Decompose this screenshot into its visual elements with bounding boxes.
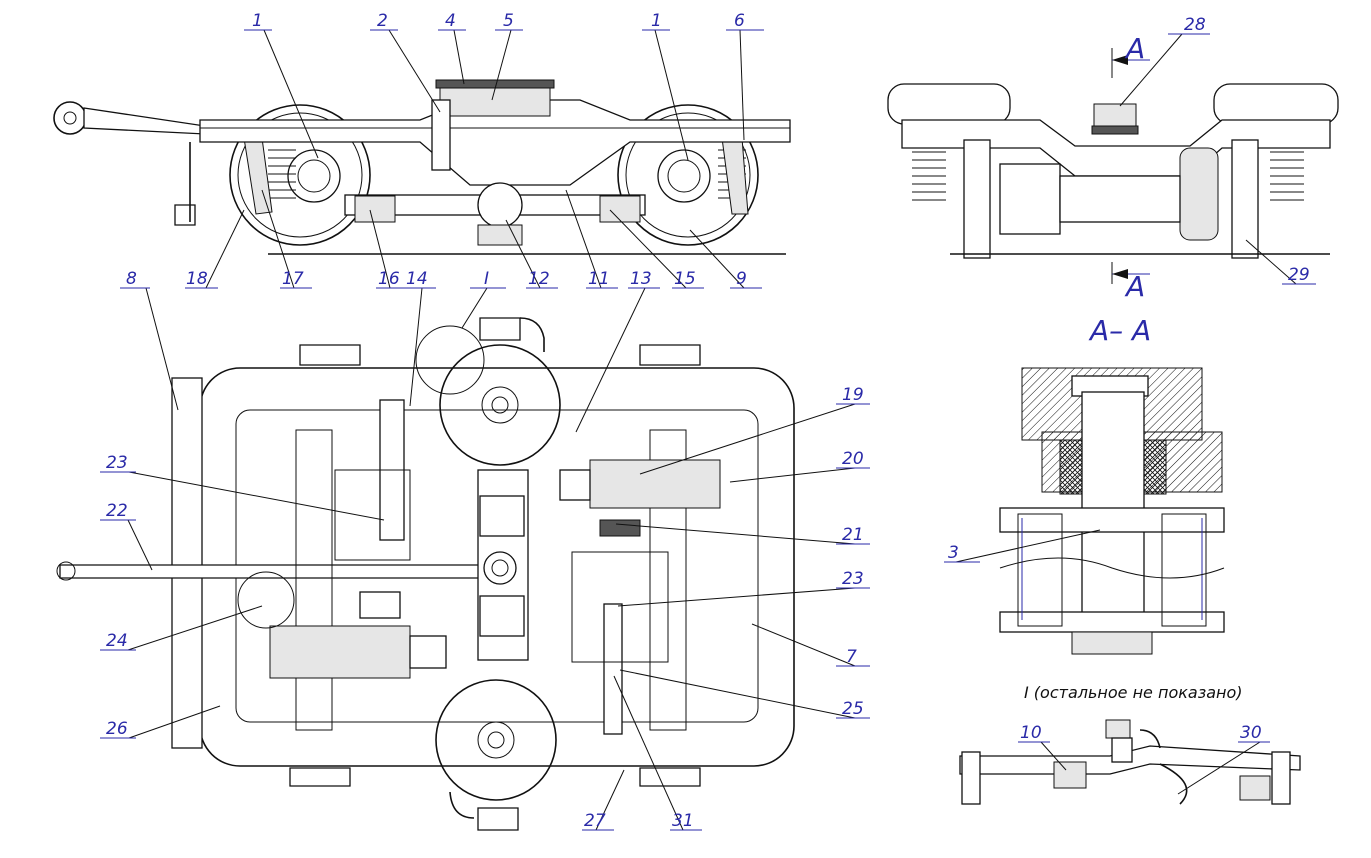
section-mark-a-top: A bbox=[1124, 32, 1145, 65]
section-a-a-title: A– A bbox=[1088, 314, 1151, 347]
callout-26: 26 bbox=[106, 719, 128, 739]
callout-3: 3 bbox=[948, 543, 959, 563]
callout-28: 28 bbox=[1184, 15, 1206, 35]
callout-10: 10 bbox=[1020, 723, 1042, 743]
callout-11: 11 bbox=[588, 269, 610, 289]
callout-15: 15 bbox=[674, 269, 696, 289]
detail-i-view bbox=[959, 719, 1301, 805]
callout-19: 19 bbox=[842, 385, 864, 405]
callout-22: 22 bbox=[106, 501, 128, 521]
section-a-a-view bbox=[999, 367, 1225, 655]
callout-6: 6 bbox=[734, 11, 745, 31]
section-mark-a-bottom: A bbox=[1124, 270, 1145, 303]
callout-labels: 1 2 4 5 1 6 18 17 16 12 11 15 9 8 14 I 1… bbox=[106, 11, 1310, 831]
plan-view bbox=[56, 317, 795, 831]
callout-2: 2 bbox=[377, 11, 388, 31]
detail-i-note: I (остальное не показано) bbox=[1024, 683, 1243, 702]
callout-1-right: 1 bbox=[651, 11, 662, 31]
callout-17: 17 bbox=[282, 269, 304, 289]
callout-23-right: 23 bbox=[842, 569, 864, 589]
callout-7: 7 bbox=[846, 647, 857, 667]
callout-27: 27 bbox=[584, 811, 606, 831]
callout-14: 14 bbox=[406, 269, 428, 289]
callout-13: 13 bbox=[630, 269, 652, 289]
side-elevation-view bbox=[53, 79, 791, 255]
callout-31: 31 bbox=[672, 811, 694, 831]
callout-underlines bbox=[100, 29, 1316, 831]
callout-detail-i: I bbox=[484, 269, 489, 289]
callout-24: 24 bbox=[106, 631, 128, 651]
callout-30: 30 bbox=[1240, 723, 1262, 743]
callout-9: 9 bbox=[736, 269, 747, 289]
callout-25: 25 bbox=[842, 699, 864, 719]
callout-18: 18 bbox=[186, 269, 208, 289]
callout-12: 12 bbox=[528, 269, 550, 289]
callout-8: 8 bbox=[126, 269, 137, 289]
callout-29: 29 bbox=[1288, 265, 1310, 285]
callout-4: 4 bbox=[445, 11, 456, 31]
callout-5: 5 bbox=[503, 11, 514, 31]
callout-16: 16 bbox=[378, 269, 400, 289]
callout-21: 21 bbox=[842, 525, 864, 545]
callout-20: 20 bbox=[842, 449, 864, 469]
end-view bbox=[887, 48, 1339, 284]
leader-lines bbox=[127, 29, 1297, 831]
callout-23-left: 23 bbox=[106, 453, 128, 473]
callout-1-left: 1 bbox=[252, 11, 263, 31]
